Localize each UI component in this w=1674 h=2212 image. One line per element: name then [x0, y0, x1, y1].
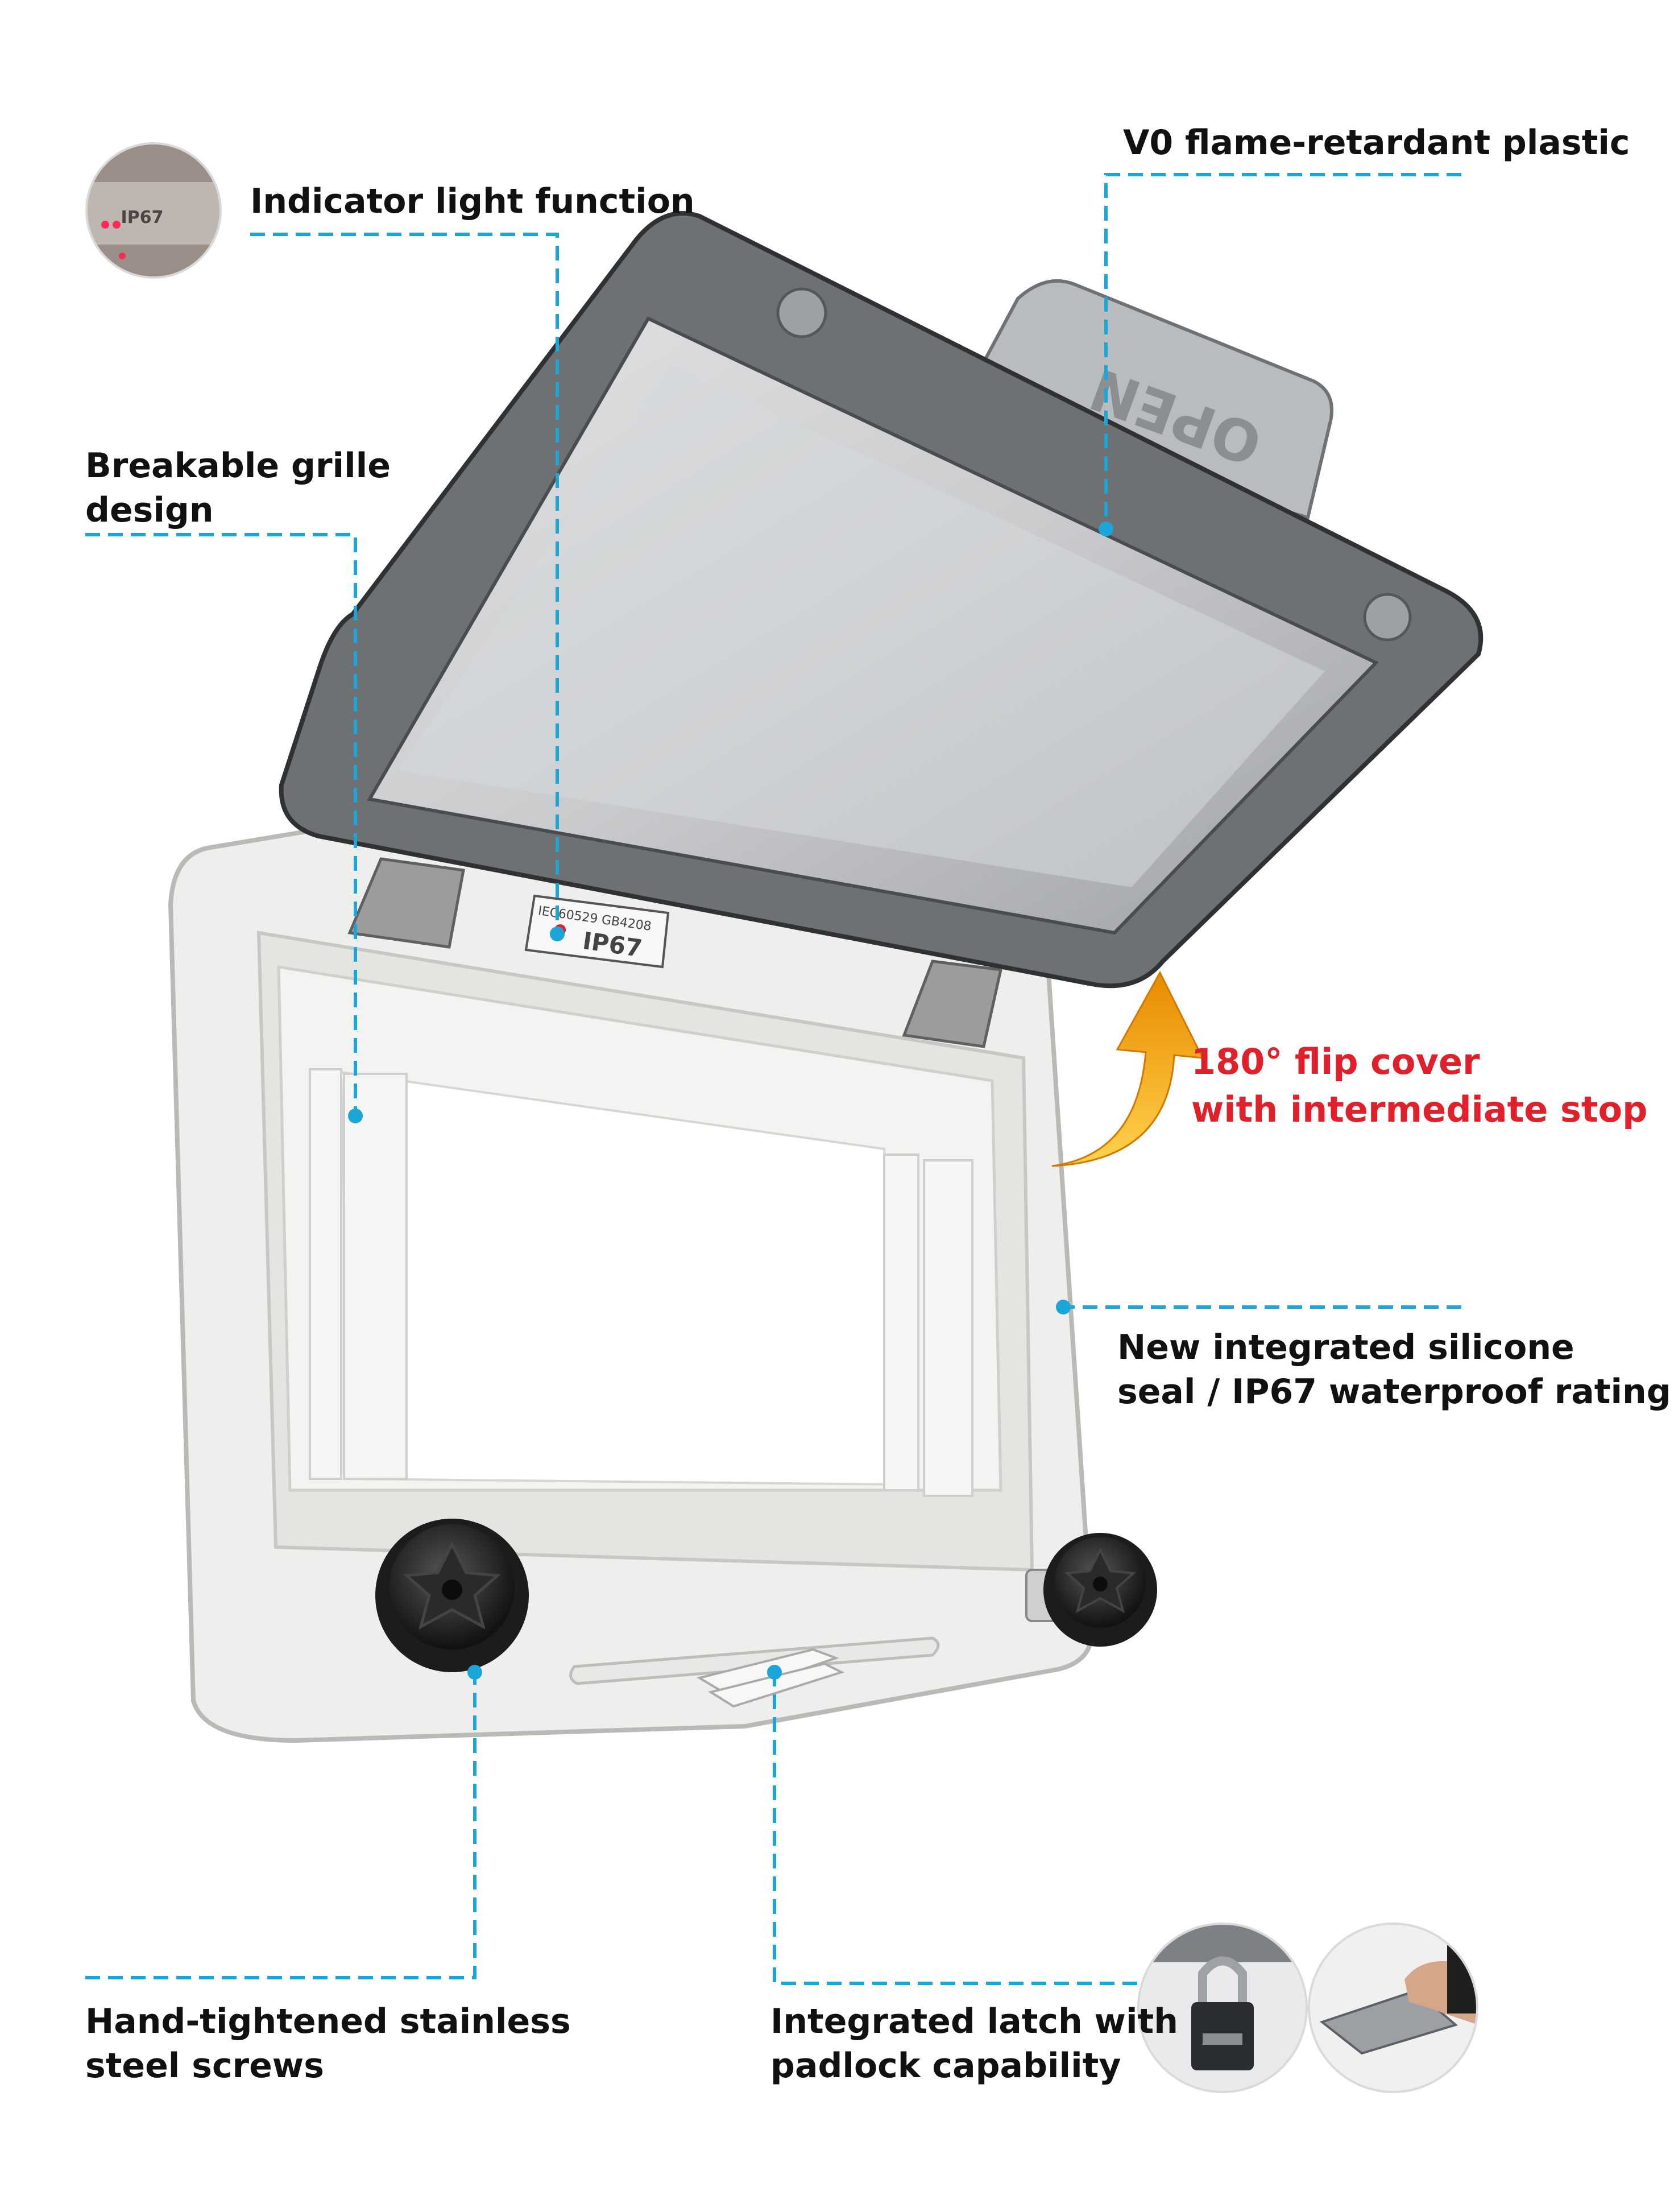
inset-rating-text: IP67: [121, 208, 164, 228]
callout-flip-line2: with intermediate stop: [1191, 1089, 1648, 1130]
screw-right: [1025, 1533, 1157, 1647]
callout-latch-line2: padlock capability: [770, 2046, 1121, 2086]
callout-screws: Hand-tightened stainless steel screws: [85, 1999, 571, 2088]
flip-cover: OPEN V0: [279, 211, 1484, 989]
callout-indicator-text: Indicator light function: [250, 181, 695, 221]
leader-dots: [348, 522, 1113, 1680]
callout-silicone-seal: New integrated silicone seal / IP67 wate…: [1117, 1325, 1671, 1414]
screw-left: [375, 1519, 529, 1672]
leader-lines: [85, 173, 1461, 1985]
callout-breakable-grille: Breakable grille design: [85, 444, 391, 532]
grille-strips: [309, 1068, 973, 1497]
hinges: [347, 857, 1003, 1048]
arrow-curved-icon: [1051, 970, 1204, 1167]
callout-screws-line1: Hand-tightened stainless: [85, 2002, 571, 2041]
indicator-inset: IP67: [85, 142, 222, 279]
callout-grille-line1: Breakable grille: [85, 446, 391, 486]
callout-grille-line2: design: [85, 490, 214, 530]
callout-flip-cover: 180° flip cover with intermediate stop: [1191, 1038, 1647, 1134]
callout-seal-line2: seal / IP67 waterproof rating: [1117, 1372, 1671, 1412]
callout-flame-retardant: V0 flame-retardant plastic: [1123, 121, 1630, 165]
callout-indicator-light: Indicator light function: [250, 179, 695, 224]
callout-seal-line1: New integrated silicone: [1117, 1328, 1574, 1367]
callout-flame-text: V0 flame-retardant plastic: [1123, 123, 1630, 163]
callout-flip-line1: 180° flip cover: [1191, 1041, 1480, 1082]
callout-screws-line2: steel screws: [85, 2046, 324, 2086]
callout-latch: Integrated latch with padlock capability: [770, 1999, 1178, 2088]
padlock-icon: [1191, 1956, 1254, 2070]
hand-latch-inset: [1308, 1922, 1478, 2093]
base-frame: [168, 822, 1095, 1743]
callout-latch-line1: Integrated latch with: [770, 2002, 1178, 2041]
